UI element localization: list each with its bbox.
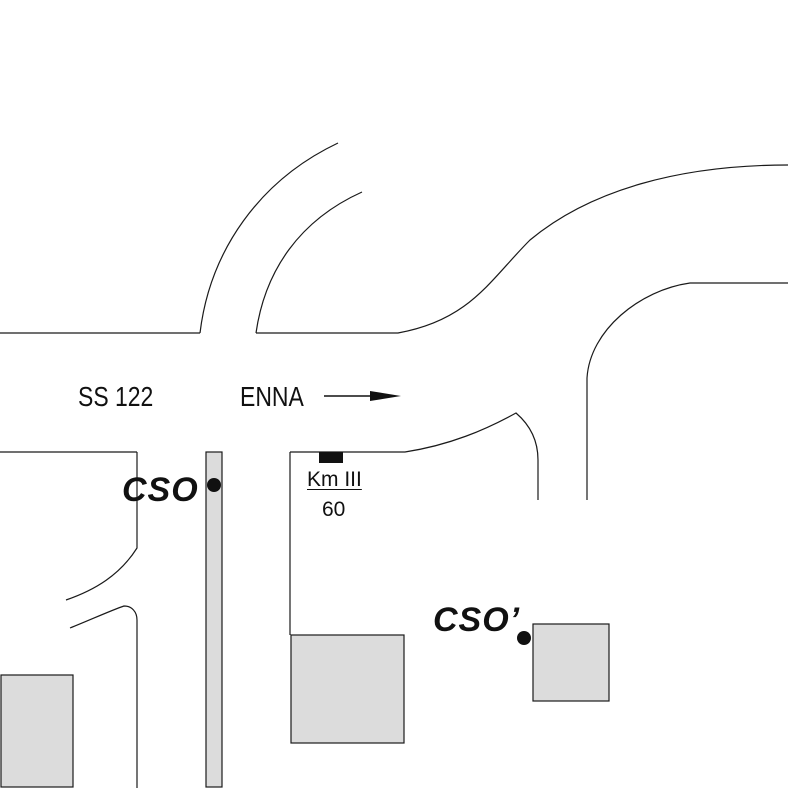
west-street-west-edge xyxy=(69,605,138,788)
east-road-edge xyxy=(586,282,788,500)
main-road-north-edge-east xyxy=(256,164,788,334)
milestone-km-label: Km III xyxy=(307,468,362,491)
north-branch-outer-curve xyxy=(199,142,339,334)
station-dot-icon[interactable] xyxy=(517,631,531,645)
direction-label: ENNA xyxy=(240,381,304,412)
arrow-right-icon xyxy=(324,391,401,401)
station-dot-icon[interactable] xyxy=(207,478,221,492)
building-southwest xyxy=(0,674,74,788)
building-narrow-strip xyxy=(205,451,223,788)
building-east xyxy=(532,623,610,702)
west-street-east-edge xyxy=(65,452,138,601)
station-label-cso-prime: CSO’ xyxy=(433,601,521,639)
road-name-label: SS 122 xyxy=(78,381,154,412)
milestone-number-label: 60 xyxy=(322,498,346,521)
milestone-marker-icon xyxy=(319,452,343,463)
station-label-cso: CSO xyxy=(122,471,199,509)
main-road-south-edge-east xyxy=(290,412,539,500)
north-branch-inner-curve xyxy=(255,191,363,334)
building-center xyxy=(290,634,405,744)
